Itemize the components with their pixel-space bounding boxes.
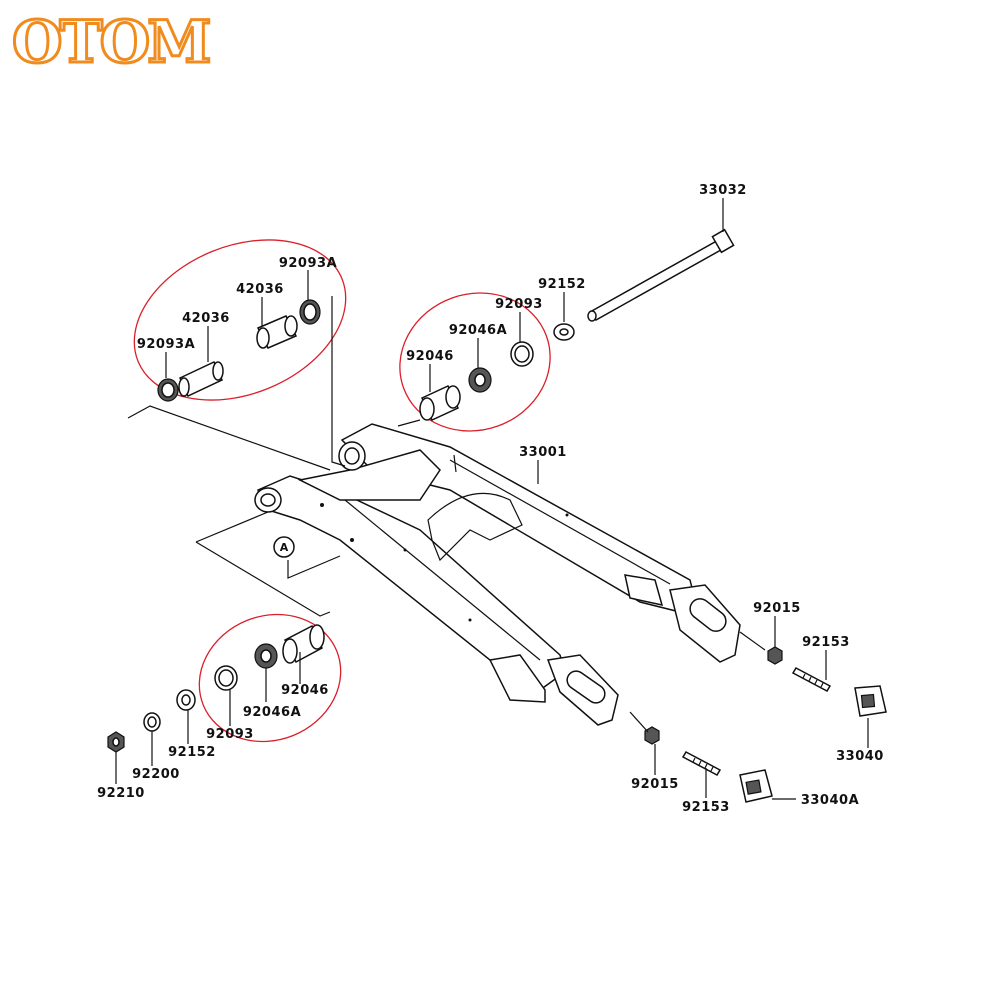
bolt-92153-bottom <box>681 751 722 776</box>
label-92200: 92200 <box>132 767 180 782</box>
axle-slot-right <box>624 574 741 663</box>
bearing-92046-bottom <box>282 624 325 664</box>
seal-92093A-left <box>157 378 179 402</box>
label-33001: 33001 <box>519 445 567 460</box>
label-92046A-top: 92046A <box>449 323 507 338</box>
rear-axle-33032 <box>587 228 735 322</box>
axle-slot-left <box>488 654 619 726</box>
collar-92046A-bottom <box>254 643 278 669</box>
washer-92200 <box>143 712 161 732</box>
callout-A-label: A <box>280 541 289 554</box>
label-92046-top: 92046 <box>406 349 454 364</box>
swingarm-33001 <box>254 423 741 726</box>
label-92046-bottom: 92046 <box>281 683 329 698</box>
label-92015-bottom: 92015 <box>631 777 679 792</box>
label-92152-bottom: 92152 <box>168 745 216 760</box>
group-outline-upper-left <box>133 239 347 401</box>
collar-92046A-top <box>468 367 492 393</box>
part-labels: 33032 92152 92093 92046A 92046 92093A 42… <box>97 183 884 815</box>
washer-92152-bottom <box>176 689 196 711</box>
label-92093A-left: 92093A <box>137 337 195 352</box>
label-92093A-upper: 92093A <box>279 256 337 271</box>
washer-92152-top <box>553 323 575 341</box>
label-92093-bottom: 92093 <box>206 727 254 742</box>
label-92152-top: 92152 <box>538 277 586 292</box>
seal-92093A-upper <box>299 299 321 325</box>
label-92093-top: 92093 <box>495 297 543 312</box>
label-92153-bottom: 92153 <box>682 800 730 815</box>
seal-92093-top <box>510 341 534 367</box>
seal-92093-bottom <box>214 665 238 691</box>
nut-92210 <box>107 731 125 753</box>
logo-text: OTOM <box>12 8 209 76</box>
label-42036-lower: 42036 <box>182 311 230 326</box>
label-92015-right: 92015 <box>753 601 801 616</box>
sleeve-42036-upper <box>256 315 298 349</box>
group-outline-upper-right <box>399 292 551 432</box>
nut-92015-right <box>767 646 783 665</box>
callout-A: A <box>273 536 295 558</box>
label-33040A: 33040A <box>801 793 859 808</box>
bearing-92046-top <box>419 385 461 421</box>
leader-lines <box>115 198 869 800</box>
label-42036-upper: 42036 <box>236 282 284 297</box>
label-33032: 33032 <box>699 183 747 198</box>
bolt-92153-right <box>791 667 832 692</box>
label-92046A-bottom: 92046A <box>243 705 301 720</box>
sleeve-42036-lower <box>178 360 224 398</box>
nut-92015-bottom <box>644 726 660 745</box>
label-92210: 92210 <box>97 786 145 801</box>
label-33040: 33040 <box>836 749 884 764</box>
adjuster-33040A <box>739 769 773 803</box>
label-92153-right: 92153 <box>802 635 850 650</box>
brand-logo: OTOM <box>11 7 214 78</box>
adjuster-33040 <box>854 685 887 717</box>
group-outline-bottom <box>198 613 342 743</box>
